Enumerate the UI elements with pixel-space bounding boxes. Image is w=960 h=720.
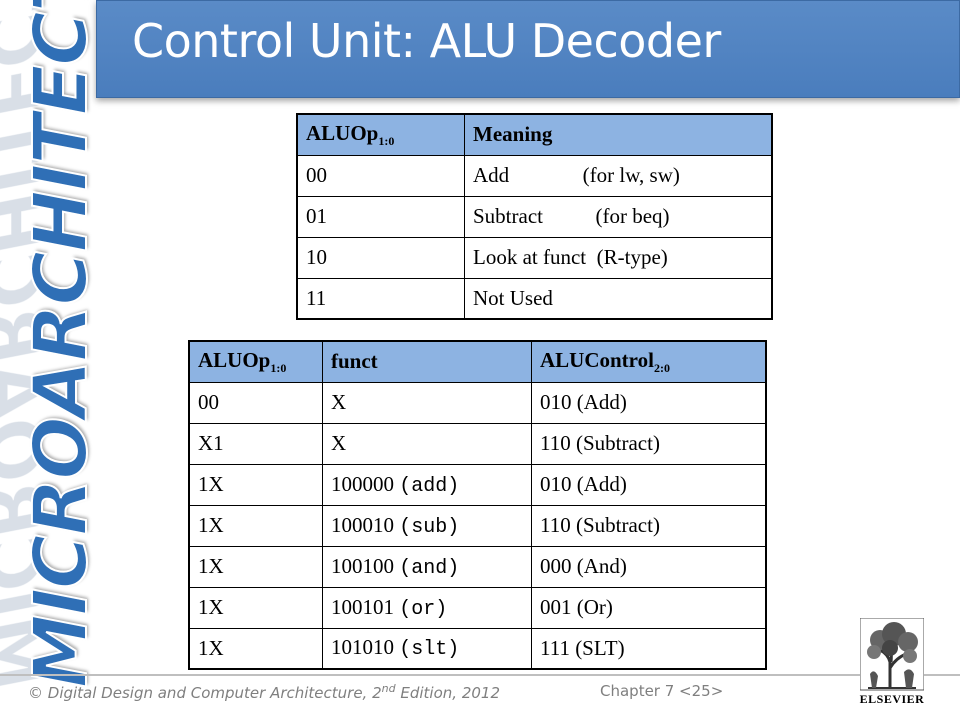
alu-decoder-table: ALUOp1:0 funct ALUControl2:0 00 X 010 (A… [188, 340, 767, 670]
elsevier-tree-logo-icon [860, 618, 924, 691]
meaning-cell: Add (for lw, sw) [464, 154, 773, 197]
table-row: 00 Add (for lw, sw) [296, 154, 773, 197]
table-row: 11 Not Used [296, 277, 773, 320]
aluop-cell: 1X [188, 463, 323, 506]
alucontrol-cell: 010 (Add) [531, 381, 767, 424]
aluop-cell: X1 [188, 422, 323, 465]
footer-divider [0, 674, 960, 676]
alucontrol-cell: 000 (And) [531, 545, 767, 588]
funct-cell: 100101 (or) [322, 586, 532, 629]
microarchitecture-side-logo: MICROARCHITECTURE MICROARCHITECTURE [0, 0, 105, 691]
aluop-cell: 11 [296, 277, 465, 320]
funct-cell: 100000 (add) [322, 463, 532, 506]
header-aluop: ALUOp1:0 [296, 113, 465, 156]
title-banner [96, 0, 960, 98]
funct-opcode: (add) [399, 474, 460, 498]
funct-cell: 100100 (and) [322, 545, 532, 588]
table-row: 1X 100100 (and) 000 (And) [188, 545, 767, 588]
header-aluop: ALUOp1:0 [188, 340, 323, 383]
funct-cell: X [322, 422, 532, 465]
header-meaning: Meaning [464, 113, 773, 156]
aluop-cell: 01 [296, 195, 465, 238]
funct-opcode: (and) [399, 556, 460, 580]
meaning-cell: Look at funct (R-type) [464, 236, 773, 279]
funct-cell: 101010 (slt) [322, 627, 532, 670]
aluop-cell: 00 [296, 154, 465, 197]
footer-chapter: Chapter 7 <25> [600, 682, 724, 700]
slide-title: Control Unit: ALU Decoder [132, 14, 721, 68]
aluop-cell: 1X [188, 627, 323, 670]
table-row: 10 Look at funct (R-type) [296, 236, 773, 279]
aluop-cell: 00 [188, 381, 323, 424]
alucontrol-cell: 001 (Or) [531, 586, 767, 629]
table-row: 1X 100010 (sub) 110 (Subtract) [188, 504, 767, 547]
table-header-row: ALUOp1:0 Meaning [296, 113, 773, 156]
table-header-row: ALUOp1:0 funct ALUControl2:0 [188, 340, 767, 383]
funct-opcode: (sub) [399, 515, 460, 539]
funct-opcode: (slt) [399, 638, 460, 662]
table-row: 1X 100101 (or) 001 (Or) [188, 586, 767, 629]
header-funct: funct [322, 340, 532, 383]
side-logo-text: MICROARCHITECTURE [17, 0, 105, 689]
aluop-cell: 10 [296, 236, 465, 279]
table-row: X1 X 110 (Subtract) [188, 422, 767, 465]
aluop-meaning-table: ALUOp1:0 Meaning 00 Add (for lw, sw) 01 … [296, 113, 773, 320]
alucontrol-cell: 110 (Subtract) [531, 504, 767, 547]
aluop-cell: 1X [188, 504, 323, 547]
aluop-cell: 1X [188, 586, 323, 629]
meaning-cell: Subtract (for beq) [464, 195, 773, 238]
funct-cell: 100010 (sub) [322, 504, 532, 547]
aluop-cell: 1X [188, 545, 323, 588]
alucontrol-cell: 111 (SLT) [531, 627, 767, 670]
funct-cell: X [322, 381, 532, 424]
alucontrol-cell: 010 (Add) [531, 463, 767, 506]
header-alucontrol: ALUControl2:0 [531, 340, 767, 383]
table-row: 00 X 010 (Add) [188, 381, 767, 424]
table-row: 1X 101010 (slt) 111 (SLT) [188, 627, 767, 670]
publisher-name: ELSEVIER [859, 692, 925, 706]
meaning-cell: Not Used [464, 277, 773, 320]
table-row: 01 Subtract (for beq) [296, 195, 773, 238]
alucontrol-cell: 110 (Subtract) [531, 422, 767, 465]
table-row: 1X 100000 (add) 010 (Add) [188, 463, 767, 506]
funct-opcode: (or) [399, 597, 448, 621]
footer-copyright: © Digital Design and Computer Architectu… [28, 682, 500, 702]
side-logo-reflection: MICROARCHITECTURE [0, 0, 57, 691]
